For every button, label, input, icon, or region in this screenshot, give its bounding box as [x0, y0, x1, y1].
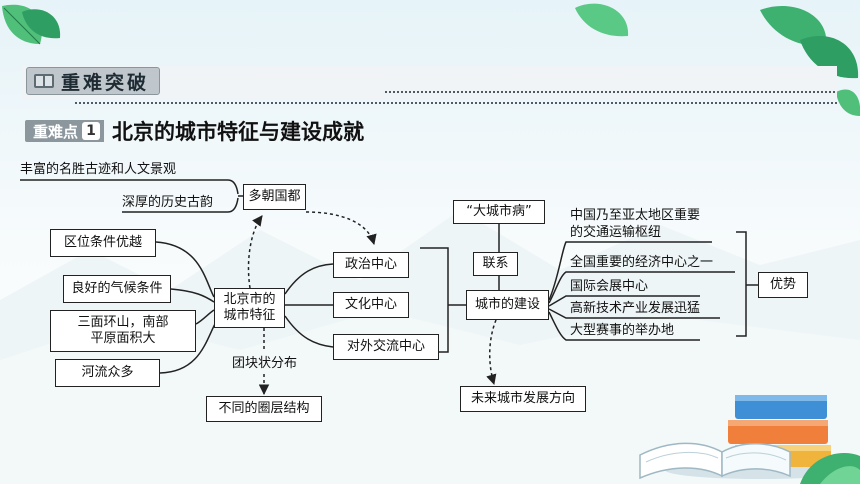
badge-label: 重难突破 — [61, 71, 150, 94]
node-terrain-line1: 三面环山，南部 — [77, 315, 169, 330]
dotted-divider — [75, 102, 837, 104]
node-city-features: 北京市的 城市特征 — [214, 288, 285, 328]
section-badge: 重难突破 — [26, 67, 160, 95]
connector-line — [548, 311, 700, 341]
connector-line — [195, 309, 215, 325]
node-rivers: 河流众多 — [55, 359, 160, 387]
connector-line — [20, 179, 239, 195]
connector-line — [122, 197, 239, 213]
node-terrain-line2: 平原面积大 — [90, 331, 156, 346]
node-location: 区位条件优越 — [50, 229, 156, 257]
node-cultural-center: 文化中心 — [333, 292, 409, 318]
achievement-hub-line2: 的交通运输枢纽 — [570, 225, 662, 240]
dashed-arrow — [247, 215, 263, 289]
node-terrain: 三面环山，南部 平原面积大 — [50, 310, 196, 352]
node-advantage: 优势 — [758, 272, 808, 298]
section-title: 北京的城市特征与建设成就 — [112, 120, 365, 144]
dotted-divider — [385, 91, 835, 93]
achievement-exhibition: 国际会展中心 — [570, 279, 649, 294]
connector-line — [548, 308, 720, 319]
node-future-direction: 未来城市发展方向 — [460, 386, 586, 412]
node-climate: 良好的气候条件 — [63, 275, 171, 303]
achievement-economic: 全国重要的经济中心之一 — [570, 255, 714, 270]
factor-scenic: 丰富的名胜古迹和人文景观 — [20, 162, 177, 177]
dashed-arrow — [486, 319, 497, 386]
connector-line — [548, 271, 735, 304]
book-icon — [34, 74, 54, 88]
connector-line — [548, 295, 700, 307]
connector-line — [284, 315, 334, 348]
connector-line — [159, 321, 217, 374]
section-heading: 重难点 1 北京的城市特征与建设成就 — [25, 116, 364, 146]
achievement-hightech: 高新技术产业发展迅猛 — [570, 301, 701, 316]
node-ring-structure: 不同的圈层结构 — [206, 396, 322, 422]
node-connection: 联系 — [473, 252, 518, 276]
section-number: 1 — [82, 122, 101, 140]
node-city-features-line2: 城市特征 — [223, 308, 276, 323]
node-big-city-disease: “大城市病” — [453, 200, 545, 224]
achievement-hub-line1: 中国乃至亚太地区重要 — [570, 208, 701, 223]
section-tag: 重难点 1 — [25, 120, 105, 142]
label-cluster: 团块状分布 — [232, 356, 298, 371]
connector-line — [284, 263, 334, 295]
node-city-construction: 城市的建设 — [466, 290, 549, 320]
leaf-icon — [575, 3, 860, 116]
leaf-icon — [800, 453, 860, 484]
connector-line — [548, 241, 712, 301]
node-city-features-line1: 北京市的 — [223, 292, 276, 307]
section-tag-text: 重难点 — [33, 122, 79, 141]
node-exchange-center: 对外交流中心 — [333, 334, 439, 360]
connector-line — [155, 241, 215, 298]
node-ancient-capital: 多朝国都 — [243, 184, 306, 210]
dashed-arrow — [305, 211, 377, 246]
books-icon — [639, 395, 855, 480]
achievement-events: 大型赛事的举办地 — [570, 323, 675, 338]
connector-line — [170, 288, 215, 303]
leaf-icon — [2, 4, 61, 45]
bracket-line — [736, 231, 747, 337]
factor-history: 深厚的历史古韵 — [122, 195, 214, 210]
node-political-center: 政治中心 — [333, 252, 409, 278]
